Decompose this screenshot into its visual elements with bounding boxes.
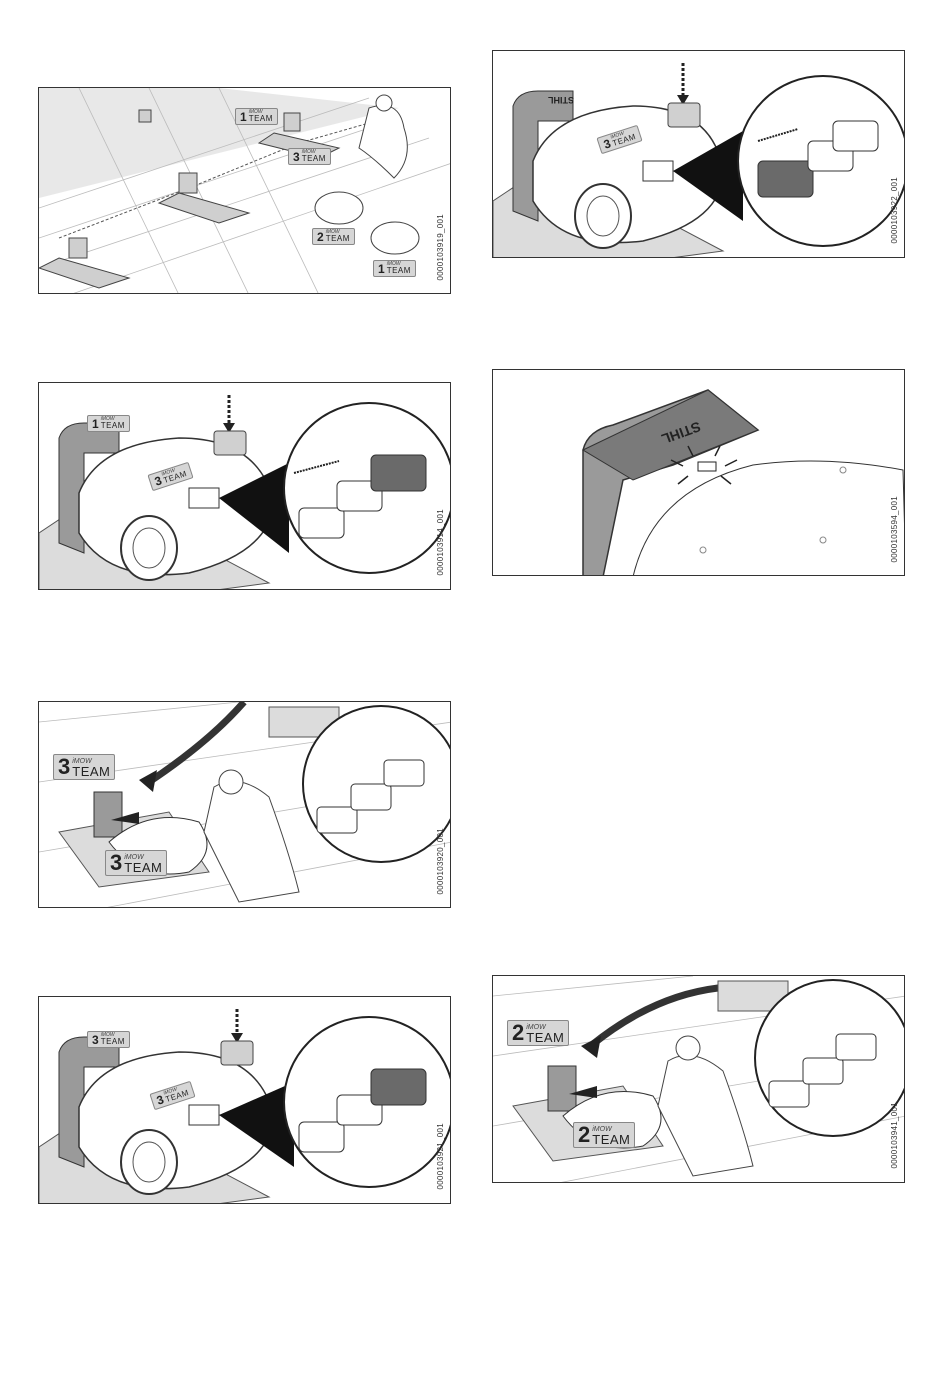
team-badge-2: 2 iMOW TEAM: [507, 1020, 569, 1046]
team-label: TEAM: [326, 235, 350, 243]
team-badge-3: 3 iMOW TEAM: [53, 754, 115, 780]
team-number: 2: [578, 1124, 590, 1146]
team-badge-1: 1 iMOW TEAM: [87, 415, 130, 432]
team-badge-1b: 1 iMOW TEAM: [373, 260, 416, 277]
team-label: TEAM: [101, 1038, 125, 1046]
figure-home-button-dock-3: 3 iMOW TEAM 3 iMOW TEAM 0000103921_001: [38, 996, 451, 1204]
team-label: TEAM: [101, 422, 125, 430]
figure-id: 0000103594_001: [890, 496, 904, 563]
team-badge-3: 3 iMOW TEAM: [288, 148, 331, 165]
team-number: 3: [92, 1034, 99, 1046]
brand-logo: STIHL: [548, 95, 574, 105]
figure-docking-led: STIHL 0000103594_001: [492, 369, 905, 576]
team-number: 1: [378, 263, 385, 275]
team-label: TEAM: [72, 765, 110, 778]
illustration-home-button-dock-3: [39, 997, 451, 1204]
team-label: TEAM: [249, 115, 273, 123]
figure-id: 0000103941_001: [890, 1102, 904, 1169]
figure-id: 0000103922_001: [890, 177, 904, 244]
team-number: 2: [317, 231, 324, 243]
figure-carry-to-dock-3: 3 iMOW TEAM 3 iMOW TEAM 0000103920_001: [38, 701, 451, 908]
figure-home-button: 1 iMOW TEAM 3 iMOW TEAM 0000103914_001: [38, 382, 451, 590]
team-label: TEAM: [302, 155, 326, 163]
team-label: TEAM: [526, 1031, 564, 1044]
team-number: 3: [110, 852, 122, 874]
illustration-carry-to-dock-2: [493, 976, 905, 1183]
figure-id: 0000103914_001: [436, 509, 450, 576]
figure-id: 0000103919_001: [436, 214, 450, 281]
team-badge-3: 3 iMOW TEAM: [87, 1031, 130, 1048]
figure-docking-overview: 1 iMOW TEAM 3 iMOW TEAM 2 iMOW TEAM 1 iM…: [38, 87, 451, 294]
team-badge-3b: 3 iMOW TEAM: [105, 850, 167, 876]
team-badge-2b: 2 iMOW TEAM: [573, 1122, 635, 1148]
team-label: TEAM: [124, 861, 162, 874]
team-number: 3: [293, 151, 300, 163]
illustration-lock-button: [493, 51, 905, 258]
team-label: TEAM: [592, 1133, 630, 1146]
figure-carry-to-dock-2: 2 iMOW TEAM 2 iMOW TEAM 0000103941_001: [492, 975, 905, 1183]
team-badge-2: 2 iMOW TEAM: [312, 228, 355, 245]
team-number: 1: [240, 111, 247, 123]
team-number: 1: [92, 418, 99, 430]
figure-id: 0000103921_001: [436, 1123, 450, 1190]
illustration-carry-to-dock-3: [39, 702, 451, 908]
illustration-docking-led: [493, 370, 905, 576]
team-badge-1: 1 iMOW TEAM: [235, 108, 278, 125]
team-number: 2: [512, 1022, 524, 1044]
figure-id: 0000103920_001: [436, 828, 450, 895]
team-number: 3: [58, 756, 70, 778]
team-label: TEAM: [387, 267, 411, 275]
figure-lock-button: 3 iMOW TEAM STIHL 0000103922_001: [492, 50, 905, 258]
